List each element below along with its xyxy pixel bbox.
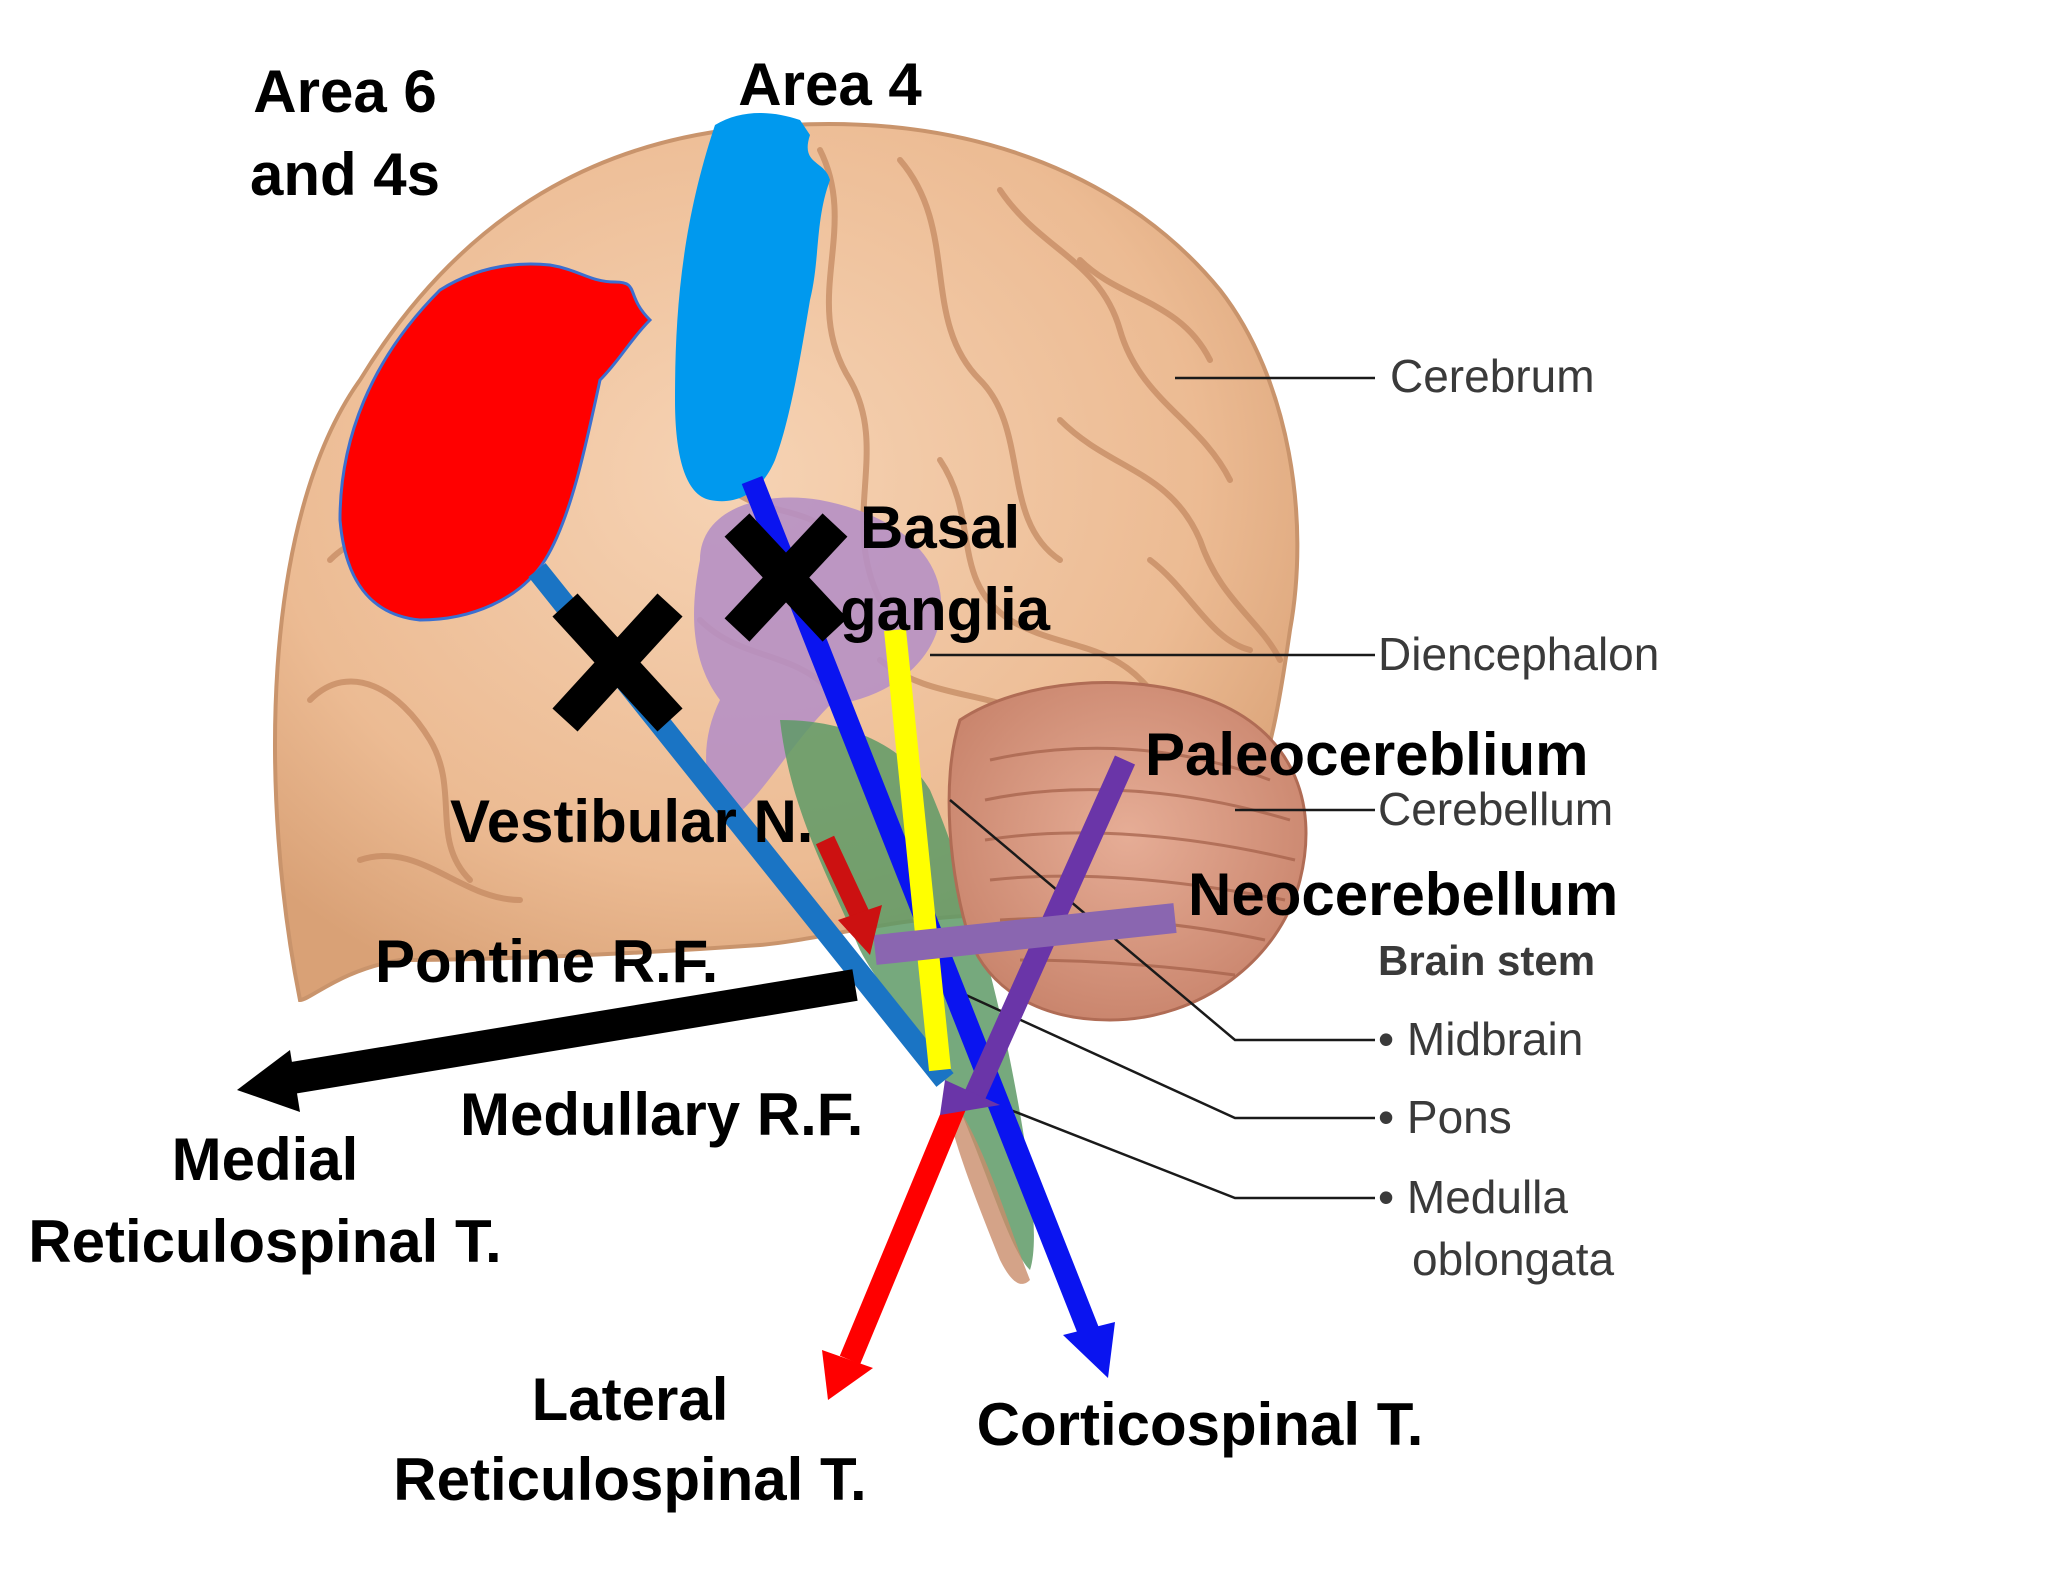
medullary-rf-label: Medullary R.F. bbox=[460, 1081, 863, 1148]
basal-ganglia-label-2: ganglia bbox=[840, 576, 1051, 643]
pontine-rf-label: Pontine R.F. bbox=[375, 928, 718, 995]
vestibular-label: Vestibular N. bbox=[450, 788, 813, 855]
medulla-label-2: oblongata bbox=[1412, 1233, 1614, 1285]
vestibular-arrow-shaft bbox=[815, 835, 870, 920]
diencephalon-label: Diencephalon bbox=[1378, 628, 1659, 680]
pathways bbox=[277, 475, 1177, 1365]
lateral-rst-label-1: Lateral bbox=[532, 1366, 729, 1433]
corticospinal-arrowhead bbox=[1063, 1322, 1115, 1378]
neocerebellum-path bbox=[873, 903, 1177, 965]
basal-ganglia-path bbox=[884, 628, 951, 1072]
area6-label-2: and 4s bbox=[250, 141, 440, 208]
corticospinal-label: Corticospinal T. bbox=[977, 1391, 1424, 1458]
paleocerebellum-label: Paleocereblium bbox=[1145, 721, 1589, 788]
vestibular-arrowhead bbox=[838, 905, 882, 955]
brain-stem-label: Brain stem bbox=[1378, 937, 1595, 984]
medial-reticulospinal-path bbox=[277, 969, 858, 1096]
spinal-taper bbox=[950, 1110, 1030, 1284]
pathway-labels: Area 6 and 4s Area 4 Basal ganglia Vesti… bbox=[28, 51, 1618, 1513]
lesion-marks bbox=[552, 513, 848, 732]
leader-lines bbox=[930, 376, 1375, 1200]
lateral-rst-label-2: Reticulospinal T. bbox=[393, 1446, 866, 1513]
midbrain-label: • Midbrain bbox=[1378, 1013, 1583, 1065]
area6-region bbox=[338, 262, 653, 622]
lesion-x-area6 bbox=[552, 593, 683, 732]
lateral-rst-arrowhead bbox=[822, 1350, 873, 1400]
arrowheads bbox=[237, 905, 1115, 1400]
medulla-label-1: • Medulla bbox=[1378, 1171, 1568, 1223]
lateral-reticulospinal-path bbox=[839, 1090, 971, 1365]
area6-label-1: Area 6 bbox=[253, 58, 436, 125]
medial-rst-label-2: Reticulospinal T. bbox=[28, 1208, 501, 1275]
medulla-leader bbox=[984, 1098, 1375, 1200]
midbrain-leader bbox=[949, 799, 1375, 1042]
cerebrum-label: Cerebrum bbox=[1390, 350, 1595, 402]
cerebellum-label: Cerebellum bbox=[1378, 783, 1613, 835]
paleocerebellum-arrowhead bbox=[940, 1080, 1000, 1115]
anatomy-labels: Cerebrum Diencephalon Cerebellum Brain s… bbox=[1378, 350, 1659, 1285]
lesion-x-area4 bbox=[724, 513, 848, 642]
area4-region bbox=[675, 113, 830, 502]
neocerebellum-label: Neocerebellum bbox=[1188, 861, 1618, 928]
basal-ganglia-label-1: Basal bbox=[860, 494, 1020, 561]
medial-rst-label-1: Medial bbox=[172, 1126, 359, 1193]
pons-leader bbox=[954, 988, 1375, 1120]
area4-label: Area 4 bbox=[738, 51, 922, 118]
pons-label: • Pons bbox=[1378, 1091, 1512, 1143]
medial-rst-arrowhead bbox=[237, 1050, 300, 1112]
